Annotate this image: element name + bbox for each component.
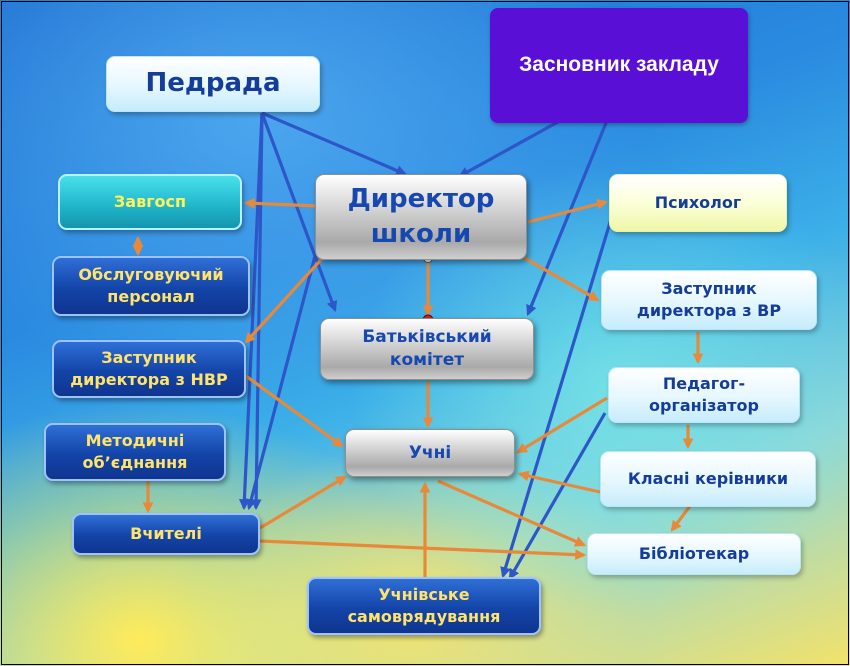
- zavhosp-label: Завгосп: [113, 192, 187, 212]
- parents-committee-label-line1: Батьківський: [362, 327, 492, 348]
- librarian-label: Бібліотекар: [638, 544, 750, 564]
- service-staff-label-line1: Обслуговуючий: [78, 265, 224, 285]
- pedrada-box: Педрада: [106, 56, 320, 112]
- organizer-label-line2: організатор: [649, 396, 759, 415]
- student-self-government-box: Учнівське самоврядування: [307, 577, 541, 635]
- arrow-founder-director: [458, 116, 566, 178]
- zavhosp-box: Завгосп: [58, 174, 242, 230]
- arrow-class-teachers-librarian: [670, 505, 692, 532]
- deputy-vr-box: Заступник директора з ВР: [601, 270, 817, 330]
- self-gov-label-line1: Учнівське: [378, 585, 470, 605]
- deputy-vr-label-line2: директора з ВР: [636, 301, 782, 320]
- founder-label: Засновник закладу: [519, 53, 719, 77]
- parents-committee-box: Батьківський комітет: [320, 318, 534, 380]
- arrow-organizer-students: [516, 396, 608, 454]
- blue-arrows: [238, 111, 614, 580]
- teachers-label: Вчителі: [130, 524, 202, 544]
- director-box: Директор школи: [315, 174, 527, 260]
- students-label: Учні: [408, 442, 452, 463]
- deputy-vr-label-line1: Заступник: [661, 279, 757, 299]
- arrow-teachers-librarian: [259, 539, 587, 561]
- organizer-label-line1: Педагог-: [662, 374, 746, 394]
- arrow-deputy-nvr-students: [245, 374, 344, 448]
- director-label-line1: Директор: [347, 183, 495, 214]
- arrow-pedrada-teachers: [250, 112, 264, 511]
- arrow-director-deputy-vr: [513, 250, 600, 302]
- arrow-founder-parents: [526, 117, 610, 317]
- psychologist-label: Психолог: [654, 193, 742, 213]
- arrow-director-deputy-nvr: [244, 250, 330, 344]
- parents-committee-label-line2: комітет: [389, 350, 465, 370]
- service-staff-label-line2: персонал: [107, 287, 195, 306]
- organizer-box: Педагог- організатор: [608, 367, 800, 423]
- methodical-label-line1: Методичні: [85, 431, 185, 451]
- methodical-label-line2: об’єднання: [82, 453, 188, 472]
- arrow-director-teachers: [245, 255, 317, 511]
- deputy-nvr-label-line1: Заступник: [101, 348, 197, 368]
- pedrada-label: Педрада: [145, 68, 281, 99]
- class-teachers-box: Класні керівники: [600, 451, 816, 507]
- deputy-nvr-label-line2: директора з НВР: [70, 370, 228, 389]
- class-teachers-label: Класні керівники: [627, 469, 789, 489]
- deputy-nvr-box: Заступник директора з НВР: [52, 340, 246, 398]
- arrow-pedrada-director: [261, 111, 408, 176]
- librarian-box: Бібліотекар: [587, 533, 801, 575]
- arrow-pedrada-deputy-nvr: [238, 112, 264, 511]
- teachers-box: Вчителі: [72, 513, 260, 555]
- methodical-box: Методичні об’єднання: [44, 423, 226, 481]
- self-gov-label-line2: самоврядування: [347, 607, 501, 626]
- psychologist-box: Психолог: [609, 174, 787, 232]
- arrow-organizer-selfgov: [508, 412, 607, 580]
- arrow-teachers-students: [259, 475, 347, 530]
- arrow-class-teachers-students: [517, 470, 601, 494]
- orange-arrows: [132, 197, 704, 577]
- arrow-psychologist-selfgov: [500, 215, 614, 579]
- founder-box: Засновник закладу: [490, 8, 748, 123]
- arrow-students-librarian: [437, 479, 586, 547]
- arrow-director-psychologist: [527, 198, 609, 224]
- students-box: Учні: [345, 429, 515, 477]
- arrow-pedrada-parents: [260, 112, 338, 313]
- arrow-director-zavhosp: [243, 197, 319, 209]
- service-staff-box: Обслуговуючий персонал: [52, 256, 250, 316]
- director-label-line2: школи: [370, 219, 472, 249]
